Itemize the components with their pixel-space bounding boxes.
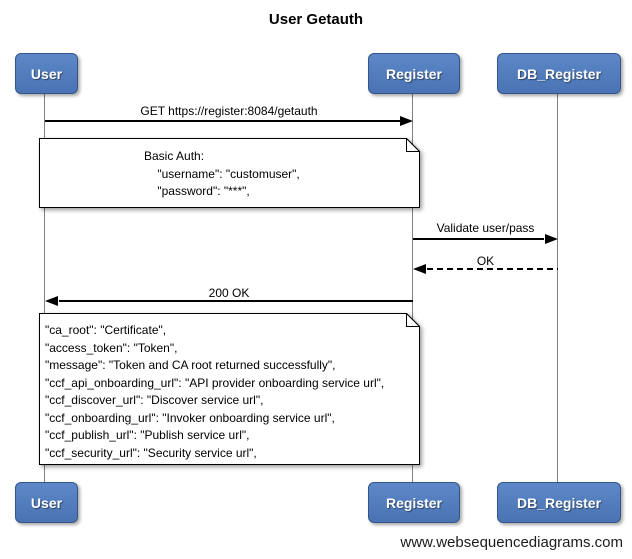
note-outline (39, 138, 420, 208)
lifeline-db-register (557, 92, 558, 482)
actor-bottom-user: User (15, 482, 78, 523)
note-fold-corner-icon (406, 138, 420, 152)
arrowhead-right-icon (545, 234, 558, 244)
note-basic-auth: Basic Auth: "username": "customuser", "p… (39, 138, 420, 208)
note-response-body: "ca_root": "Certificate", "access_token"… (39, 313, 420, 465)
arrowhead-left-icon (45, 296, 58, 306)
actor-bottom-db-register: DB_Register (497, 482, 621, 523)
message-label-ok: OK (476, 254, 495, 268)
message-label-get-getauth: GET https://register:8084/getauth (140, 104, 318, 118)
actor-bottom-register: Register (368, 482, 460, 523)
note-basic-auth-text: Basic Auth: "username": "customuser", "p… (144, 149, 300, 198)
lifeline-user (44, 92, 45, 482)
lifeline-register (412, 92, 413, 482)
diagram-title: User Getauth (268, 11, 364, 28)
note-fold-corner-icon (406, 313, 420, 327)
actor-top-user: User (15, 53, 78, 94)
message-line-ok (427, 268, 558, 270)
watermark: www.websequencediagrams.com (400, 534, 623, 551)
actor-top-db-register: DB_Register (497, 53, 621, 94)
message-line-validate (413, 238, 544, 240)
actor-top-register: Register (368, 53, 460, 94)
message-label-200-ok: 200 OK (208, 286, 250, 300)
note-response-body-text: "ca_root": "Certificate", "access_token"… (45, 323, 385, 460)
arrowhead-left-icon (413, 264, 426, 274)
message-line-200-ok (59, 300, 413, 302)
message-line-get-getauth (45, 120, 400, 122)
arrowhead-right-icon (400, 116, 413, 126)
message-label-validate: Validate user/pass (436, 221, 535, 235)
note-outline (39, 313, 420, 465)
